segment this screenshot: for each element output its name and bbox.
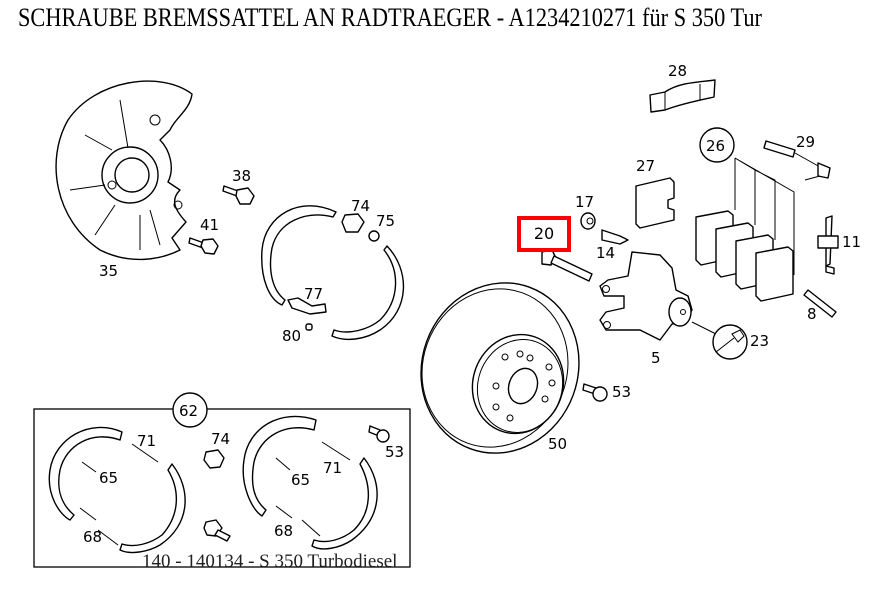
callout-68-right: 68 <box>274 522 293 540</box>
part-20-caliper-bolt[interactable] <box>541 249 593 282</box>
part-5-brake-caliper[interactable] <box>599 251 693 341</box>
part-41-bolt[interactable] <box>188 237 219 255</box>
kit-62-adjuster-74[interactable] <box>203 449 225 469</box>
part-53-disc-screw[interactable] <box>582 383 608 402</box>
part-26-brake-pads[interactable] <box>695 210 794 302</box>
callout-17: 17 <box>575 193 594 211</box>
callout-62-circle <box>172 392 208 428</box>
callout-71-right: 71 <box>323 459 342 477</box>
part-38-bolt[interactable] <box>222 185 255 205</box>
callout-38: 38 <box>232 167 251 185</box>
part-23-repair-kit[interactable] <box>691 321 748 360</box>
callout-53-lower: 53 <box>385 443 404 461</box>
callout-53-upper: 53 <box>612 383 631 401</box>
callout-29: 29 <box>796 133 815 151</box>
page-title: SCHRAUBE BREMSSATTEL AN RADTRAEGER - A12… <box>18 3 762 32</box>
part-28-spring-plate[interactable] <box>649 79 716 113</box>
callout-11: 11 <box>842 233 861 251</box>
kit-62-shoes-right[interactable] <box>242 415 378 550</box>
callout-77: 77 <box>304 285 323 303</box>
vehicle-caption: 140 - 140134 - S 350 Turbodiesel <box>142 551 398 572</box>
callout-26-circle <box>699 127 795 275</box>
kit-62-screw-53[interactable] <box>368 425 390 443</box>
parking-brake-shoes-upper[interactable] <box>261 205 405 341</box>
part-8-guide-pin[interactable] <box>803 289 837 318</box>
kit-62-shoes-left[interactable] <box>48 426 186 554</box>
part-27-shim[interactable] <box>635 177 675 229</box>
callout-5: 5 <box>651 349 661 367</box>
part-50-brake-disc[interactable] <box>397 261 602 476</box>
callout-14: 14 <box>596 244 615 262</box>
callout-28: 28 <box>668 62 687 80</box>
callout-80: 80 <box>282 327 301 345</box>
part-14-bleed-screw[interactable] <box>601 229 629 245</box>
kit-62-bolt[interactable] <box>203 519 231 542</box>
callout-35: 35 <box>99 262 118 280</box>
callout-75: 75 <box>376 212 395 230</box>
callout-74-lower: 74 <box>211 430 230 448</box>
callout-8: 8 <box>807 305 817 323</box>
callout-68-left: 68 <box>83 528 102 546</box>
highlight-label: 20 <box>533 224 555 243</box>
callout-23: 23 <box>750 332 769 350</box>
kit-62-frame <box>33 408 411 568</box>
callout-41: 41 <box>200 216 219 234</box>
part-11-retaining-spring[interactable] <box>817 215 839 275</box>
highlighted-part-20[interactable]: 20 <box>517 216 571 252</box>
part-35-dust-shield[interactable] <box>55 80 193 261</box>
callout-65-left: 65 <box>99 469 118 487</box>
callout-50: 50 <box>548 435 567 453</box>
callout-62: 62 <box>179 402 198 420</box>
callout-74-upper: 74 <box>351 197 370 215</box>
part-29-wear-sensor[interactable] <box>763 140 831 181</box>
callout-26: 26 <box>706 137 725 155</box>
part-17-bleed-cap[interactable] <box>580 212 596 230</box>
callout-65-right: 65 <box>291 471 310 489</box>
callout-71-left: 71 <box>137 432 156 450</box>
callout-27: 27 <box>636 157 655 175</box>
